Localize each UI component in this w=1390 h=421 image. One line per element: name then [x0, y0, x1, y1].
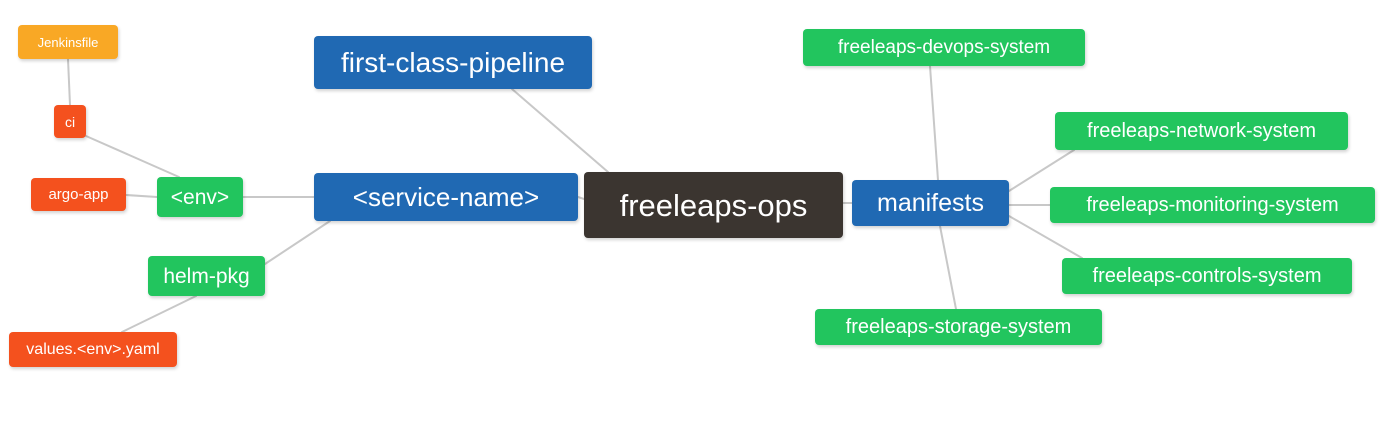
edge-manifests-to-freeleaps-devops-system: [929, 65, 939, 181]
node-label-freeleaps-controls-system: freeleaps-controls-system: [1092, 265, 1322, 287]
edge-helm-pkg-to-service-name: [264, 220, 331, 265]
node-label-helm-pkg: helm-pkg: [163, 264, 250, 288]
mindmap-node-freeleaps-monitoring-system[interactable]: freeleaps-monitoring-system: [1050, 187, 1375, 223]
node-label-freeleaps-ops: freeleaps-ops: [619, 187, 808, 223]
node-label-argo-app: argo-app: [48, 186, 109, 203]
node-label-first-class-pipeline: first-class-pipeline: [340, 46, 566, 78]
mindmap-node-env[interactable]: <env>: [157, 177, 243, 217]
edge-ci-to-env: [85, 135, 180, 178]
edge-first-class-pipeline-to-freeleaps-ops: [511, 88, 609, 173]
mindmap-node-freeleaps-controls-system[interactable]: freeleaps-controls-system: [1062, 258, 1352, 294]
node-label-jenkinsfile: Jenkinsfile: [37, 34, 99, 50]
mindmap-node-first-class-pipeline[interactable]: first-class-pipeline: [314, 36, 592, 89]
mindmap-node-manifests[interactable]: manifests: [852, 180, 1009, 226]
node-label-values-yaml: values.<env>.yaml: [26, 340, 160, 358]
edge-manifests-to-freeleaps-network-system: [1008, 149, 1075, 192]
node-label-freeleaps-network-system: freeleaps-network-system: [1087, 120, 1316, 142]
mindmap-node-service-name[interactable]: <service-name>: [314, 173, 578, 221]
mindmap-node-values-yaml[interactable]: values.<env>.yaml: [9, 332, 177, 367]
mindmap-node-freeleaps-storage-system[interactable]: freeleaps-storage-system: [815, 309, 1102, 345]
node-label-manifests: manifests: [877, 188, 984, 217]
mindmap-node-freeleaps-devops-system[interactable]: freeleaps-devops-system: [803, 29, 1085, 66]
node-label-freeleaps-monitoring-system: freeleaps-monitoring-system: [1086, 194, 1339, 216]
edge-jenkinsfile-to-ci: [67, 58, 71, 106]
mindmap-node-helm-pkg[interactable]: helm-pkg: [148, 256, 265, 296]
node-label-freeleaps-devops-system: freeleaps-devops-system: [837, 37, 1051, 58]
node-label-env: <env>: [170, 185, 230, 209]
mindmap-node-argo-app[interactable]: argo-app: [31, 178, 126, 211]
edge-argo-app-to-env: [125, 194, 158, 198]
node-label-ci: ci: [64, 113, 76, 130]
mindmap-node-freeleaps-network-system[interactable]: freeleaps-network-system: [1055, 112, 1348, 150]
edge-values-yaml-to-helm-pkg: [121, 295, 197, 333]
mindmap-node-jenkinsfile[interactable]: Jenkinsfile: [18, 25, 118, 59]
edge-manifests-to-freeleaps-storage-system: [939, 225, 957, 310]
mindmap-node-ci[interactable]: ci: [54, 105, 86, 138]
node-label-freeleaps-storage-system: freeleaps-storage-system: [845, 316, 1072, 338]
node-label-service-name: <service-name>: [352, 182, 540, 212]
mindmap-node-freeleaps-ops[interactable]: freeleaps-ops: [584, 172, 843, 238]
